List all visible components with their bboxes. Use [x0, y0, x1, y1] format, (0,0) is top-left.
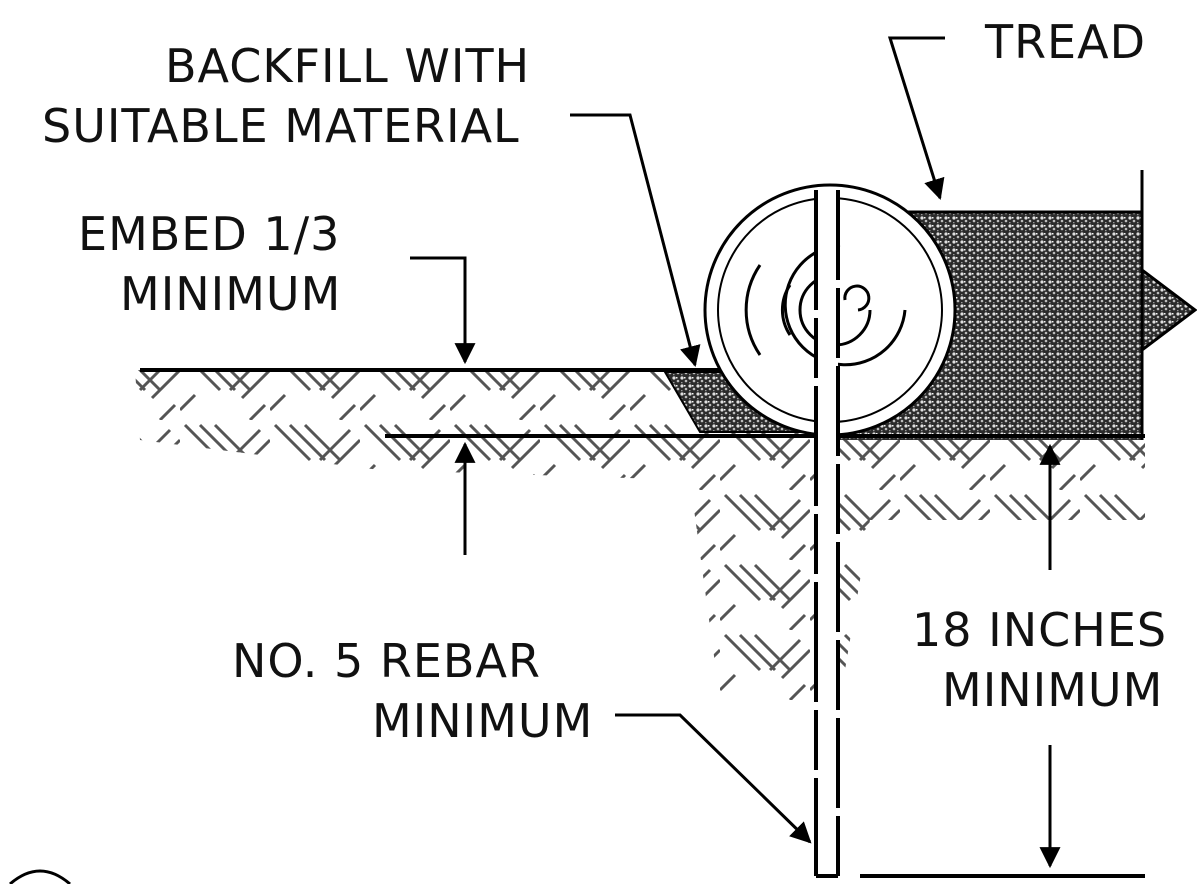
- rebar-label-line1: NO. 5 REBAR: [232, 634, 541, 688]
- depth-label-line2: MINIMUM: [942, 663, 1163, 717]
- callout-labels: TREAD BACKFILL WITH SUITABLE MATERIAL EM…: [42, 15, 1167, 748]
- tread-label: TREAD: [984, 15, 1146, 69]
- depth-label-line1: 18 INCHES: [912, 603, 1167, 657]
- tread-break-line: [1141, 268, 1197, 352]
- backfill-label-line1: BACKFILL WITH: [165, 39, 530, 93]
- rebar-stake: [814, 190, 840, 878]
- leader-lines: [9, 36, 1061, 884]
- detail-marker-arc: [9, 869, 71, 884]
- embed-label-line2: MINIMUM: [120, 267, 341, 321]
- rebar-leader: [615, 713, 812, 844]
- tread-leader: [887, 36, 945, 201]
- backfill-label-line2: SUITABLE MATERIAL: [42, 99, 520, 153]
- embed-leader-top: [410, 256, 476, 365]
- embed-label-line1: EMBED 1/3: [78, 207, 340, 261]
- backfill-leader: [570, 113, 701, 368]
- rebar-label-line2: MINIMUM: [372, 694, 593, 748]
- grade-lines: [140, 368, 1145, 878]
- existing-earth: [135, 370, 1145, 700]
